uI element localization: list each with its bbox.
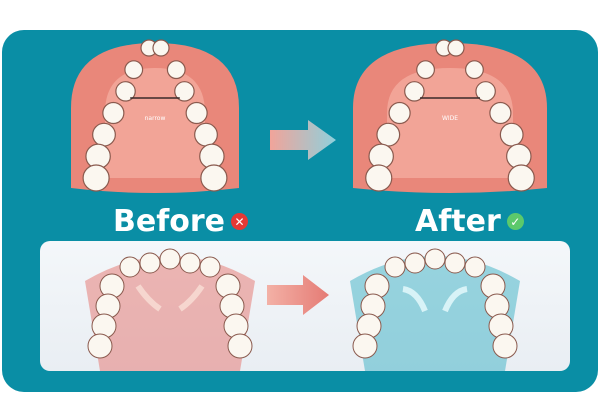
- tooth: [92, 122, 116, 147]
- tooth: [444, 252, 466, 274]
- expansion-arrow: [442, 286, 468, 313]
- arch-label: narrow: [145, 115, 166, 122]
- tooth: [199, 256, 221, 278]
- expansion-arrow: [135, 284, 162, 312]
- tooth: [404, 81, 425, 102]
- tooth: [194, 122, 218, 147]
- tooth: [179, 252, 201, 274]
- tooth: [416, 60, 435, 80]
- before-arch-illustration: narrow: [71, 39, 239, 193]
- tooth: [465, 60, 484, 80]
- tooth: [447, 39, 465, 57]
- after-text: After: [415, 204, 501, 239]
- after-label: After ✓: [415, 204, 524, 239]
- after-arch-illustration: WIDE: [353, 39, 547, 193]
- palate-region: [85, 256, 255, 371]
- tooth: [376, 122, 401, 147]
- tooth: [115, 81, 136, 102]
- x-circle-icon: ✕: [231, 213, 249, 230]
- tooth: [489, 101, 512, 125]
- after-lower-view: [350, 248, 520, 371]
- tooth: [492, 333, 518, 359]
- tooth: [174, 81, 195, 102]
- tooth: [424, 248, 446, 270]
- tooth: [200, 164, 228, 192]
- before-lower-view: [85, 248, 255, 371]
- tooth: [464, 256, 486, 278]
- before-label: Before ✕: [113, 204, 249, 239]
- tooth: [384, 256, 406, 278]
- palate: [387, 68, 513, 178]
- tooth: [185, 101, 208, 125]
- tooth: [124, 60, 144, 80]
- tooth: [507, 164, 535, 192]
- bottom-arrow-icon: [267, 275, 329, 315]
- tooth: [404, 252, 426, 274]
- tooth: [352, 333, 378, 359]
- tooth: [152, 39, 170, 57]
- before-text: Before: [113, 204, 226, 239]
- tooth: [365, 164, 393, 192]
- tooth: [388, 101, 411, 125]
- tooth: [227, 333, 253, 359]
- tooth: [87, 333, 113, 359]
- bottom-comparison-panel: [40, 241, 570, 371]
- tooth: [82, 164, 110, 192]
- tooth: [119, 256, 141, 278]
- check-circle-icon: ✓: [506, 213, 524, 230]
- expansion-arrow: [178, 284, 205, 312]
- tooth: [475, 81, 496, 102]
- tooth: [159, 248, 181, 270]
- palate-region: [350, 256, 520, 371]
- tooth: [166, 60, 186, 80]
- expansion-arrow: [402, 286, 428, 313]
- tooth: [139, 252, 161, 274]
- tooth: [499, 122, 524, 147]
- tooth: [102, 101, 125, 125]
- arch-label: WIDE: [442, 115, 458, 122]
- arrow-icon: [270, 120, 336, 160]
